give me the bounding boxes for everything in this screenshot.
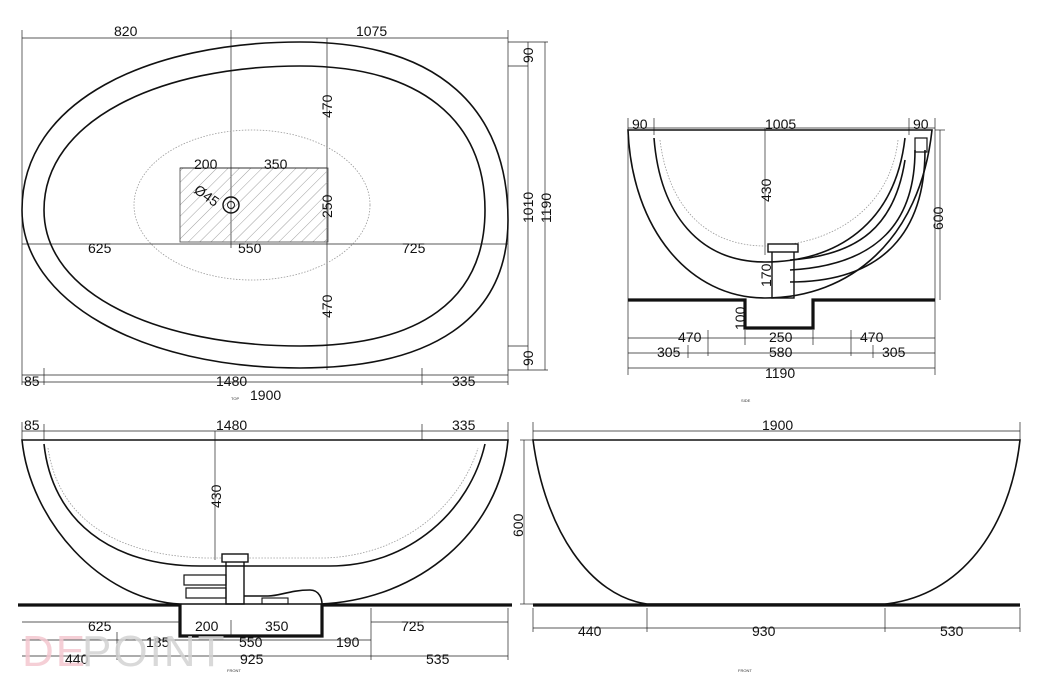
top-drain-area (179, 167, 329, 243)
dim-front-335: 335 (452, 417, 476, 433)
side-bowl-inner (653, 137, 906, 263)
dim-side-90a: 90 (632, 116, 648, 132)
dim-side-250: 250 (769, 329, 793, 345)
dim-front-1480: 1480 (216, 417, 247, 433)
dim-fr-440: 440 (578, 623, 602, 639)
dim-side-600: 600 (930, 206, 946, 230)
dim-top-200: 200 (194, 156, 218, 172)
dim-top-250: 250 (319, 194, 335, 218)
front-right-bowl (532, 439, 1021, 605)
dim-front-350: 350 (265, 618, 289, 634)
dim-top-350: 350 (264, 156, 288, 172)
dim-top-1190: 1190 (538, 193, 554, 223)
dim-front-625: 625 (88, 618, 112, 634)
dim-side-170: 170 (758, 263, 774, 287)
side-view: 90 1005 90 430 600 170 100 470 250 470 3… (627, 116, 946, 403)
dim-top-1480: 1480 (216, 373, 247, 389)
dim-side-470b: 470 (860, 329, 884, 345)
dim-top-1900: 1900 (250, 387, 281, 403)
dim-side-470a: 470 (678, 329, 702, 345)
dim-fr-930: 930 (752, 623, 776, 639)
caption-front-left: FRONT (227, 668, 241, 673)
dim-side-305a: 305 (657, 344, 681, 360)
dim-front-200: 200 (195, 618, 219, 634)
dim-side-580: 580 (769, 344, 793, 360)
dim-fr-600: 600 (510, 513, 526, 537)
caption-front-right: FRONT (738, 668, 752, 673)
dim-top-470b: 470 (319, 294, 335, 318)
dim-fr-1900: 1900 (762, 417, 793, 433)
brand-logo: DE POINT (22, 627, 226, 676)
front-view-right: 1900 600 440 930 530 FRONT (510, 417, 1021, 673)
dim-front-725: 725 (401, 618, 425, 634)
dim-front-430: 430 (208, 484, 224, 508)
top-view: 820 1075 90 1010 1190 90 470 470 200 350… (21, 23, 554, 403)
front-bowl-inner (43, 443, 486, 567)
side-floor (628, 298, 935, 330)
dim-front-190: 190 (336, 634, 360, 650)
dim-top-550: 550 (238, 240, 262, 256)
dim-top-335: 335 (452, 373, 476, 389)
logo-text-point: POINT (82, 627, 226, 676)
top-outer-rim (21, 41, 509, 369)
dim-top-820: 820 (114, 23, 138, 39)
side-bowl-outer (627, 129, 933, 299)
dim-side-90b: 90 (913, 116, 929, 132)
front-bowl-outer (21, 439, 509, 605)
dim-front-535: 535 (426, 651, 450, 667)
front-left-floor (18, 603, 512, 638)
dim-front-925: 925 (240, 651, 264, 667)
dim-side-1190: 1190 (765, 365, 795, 381)
dim-top-1075: 1075 (356, 23, 387, 39)
dim-top-90b: 90 (520, 350, 536, 366)
dim-side-100: 100 (732, 306, 748, 330)
top-inner-rim (43, 65, 486, 347)
dim-side-305b: 305 (882, 344, 906, 360)
dim-top-85: 85 (24, 373, 40, 389)
dim-top-90a: 90 (520, 47, 536, 63)
caption-side: SIDE (741, 398, 751, 403)
front-view-left: 85 1480 335 430 625 200 350 725 185 550 … (18, 417, 512, 673)
top-basin-floor (133, 129, 371, 281)
drain-icon (222, 196, 240, 214)
dim-top-470a: 470 (319, 94, 335, 118)
dim-front-440: 440 (65, 651, 89, 667)
dim-fr-530: 530 (940, 623, 964, 639)
dim-front-185: 185 (146, 634, 170, 650)
dim-top-725: 725 (402, 240, 426, 256)
caption-top: TOP (231, 396, 239, 401)
dim-front-85: 85 (24, 417, 40, 433)
dim-side-1005: 1005 (765, 116, 796, 132)
dim-top-625: 625 (88, 240, 112, 256)
logo-text-de: DE (22, 627, 87, 676)
dim-side-430: 430 (758, 178, 774, 202)
dim-top-1010: 1010 (520, 192, 536, 223)
dim-front-550: 550 (239, 634, 263, 650)
